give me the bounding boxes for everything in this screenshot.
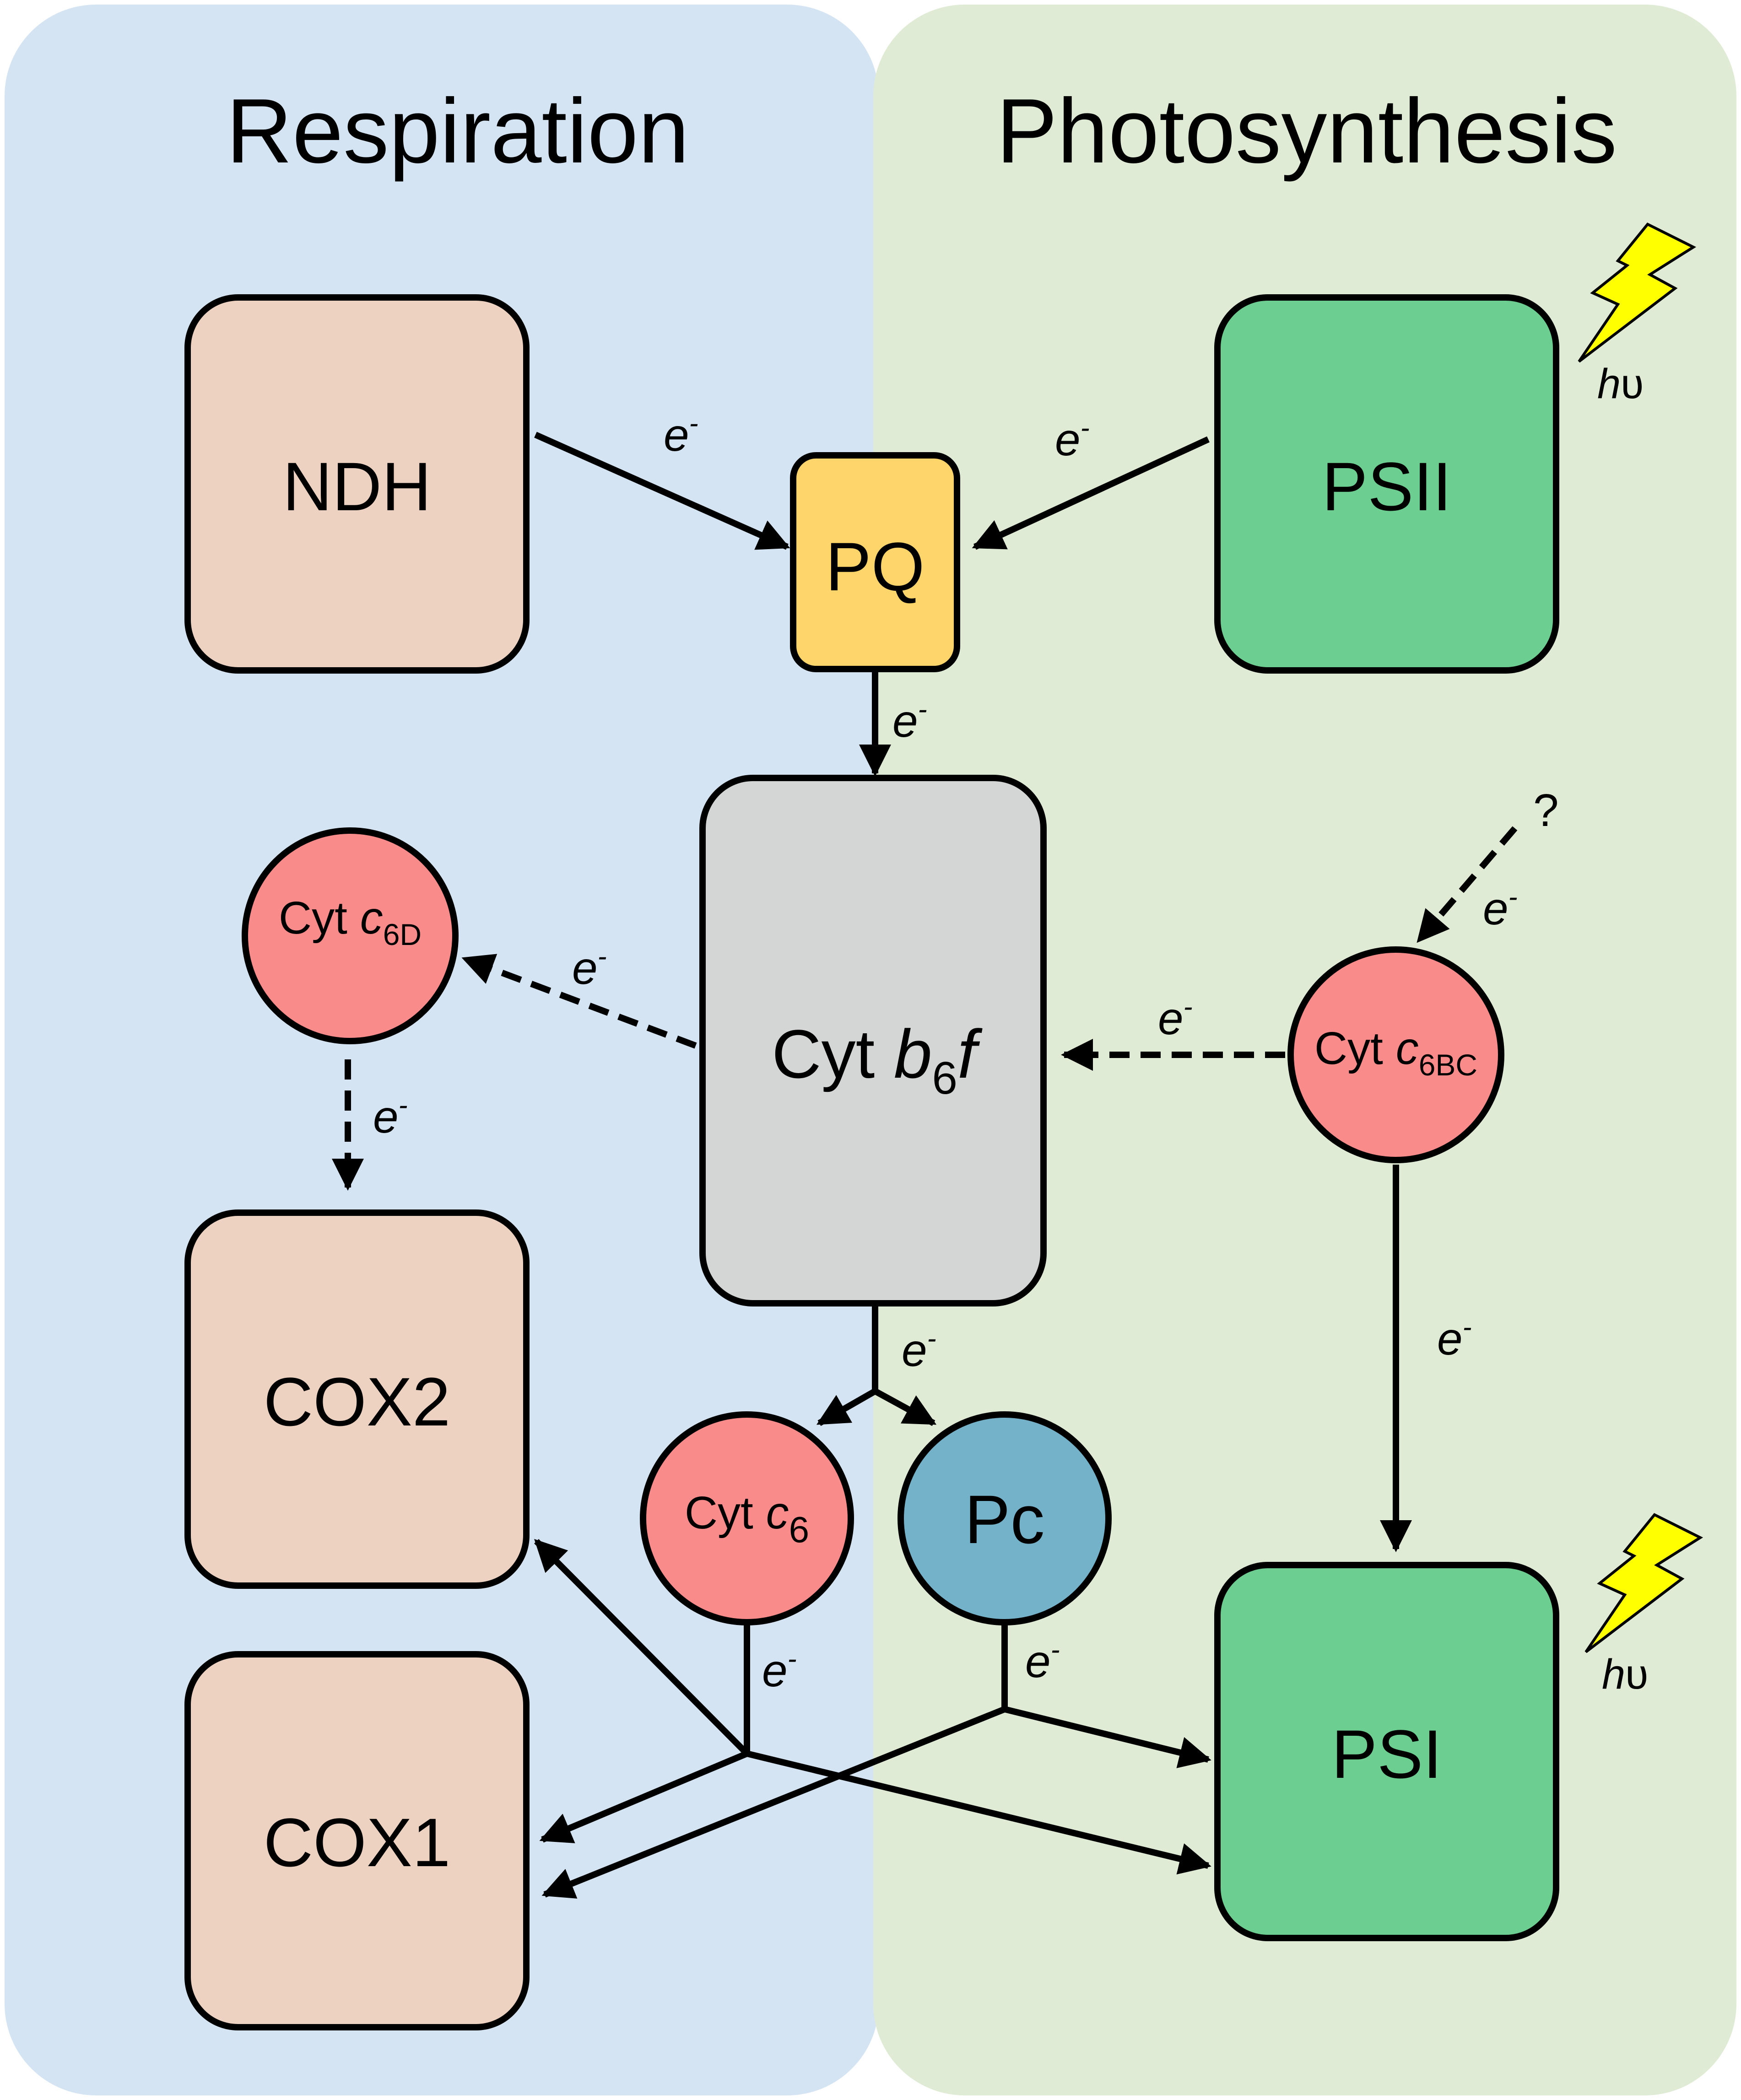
svg-text:Cyt c6BC: Cyt c6BC [1314,1023,1477,1082]
pq-node: PQ [790,452,960,672]
cytc6d-node: Cyt c6D [242,827,459,1044]
arrow-cytc6-to-cox2 [534,1539,749,1756]
svg-text:COX2: COX2 [264,1363,450,1440]
respiration-title: Respiration [226,80,689,182]
svg-text:Pc: Pc [964,1481,1044,1558]
electron-label-cytc6d-cox2: e- [373,1090,408,1143]
electron-label-cytb6f-branch: e- [902,1323,936,1376]
svg-text:e-: e- [1158,991,1193,1044]
ndh-node: NDH [184,294,530,674]
electron-label-ndh-pq: e- [664,408,698,461]
svg-text:e-: e- [373,1090,408,1143]
svg-text:e-: e- [1055,412,1090,465]
svg-text:e-: e- [902,1323,936,1376]
psii-node: PSII [1214,294,1559,674]
electron-label-cytb6f-cytc6d: e- [572,941,607,994]
svg-text:e-: e- [892,694,927,747]
photon-energy-label-psii: hυ [1597,361,1644,407]
unknown-donor-mark: ? [1533,785,1559,836]
cox1-node: COX1 [184,1651,530,2030]
lightning-bolt-icon-psi [1584,1513,1703,1653]
svg-text:NDH: NDH [283,448,432,525]
cytc6-node: Cyt c6 [640,1411,854,1625]
arrow-cytc6-to-cox1 [539,1750,748,1843]
svg-text:e-: e- [1437,1312,1472,1365]
cytb6f-node: Cyt b6f [699,775,1047,1306]
svg-text:e-: e- [762,1643,797,1696]
svg-text:PQ: PQ [826,528,925,605]
svg-text:PSI: PSI [1331,1716,1442,1792]
electron-label-psii-pq: e- [1055,412,1090,465]
svg-text:e-: e- [664,408,698,461]
electron-label-cytc6bc-cytb6f: e- [1158,991,1193,1044]
pc-node: Pc [898,1411,1112,1625]
arrow-branch-to-cytc6 [816,1388,877,1426]
photon-energy-label-psi: hυ [1602,1651,1648,1698]
arrow-ndh-to-pq [534,432,790,550]
arrow-unknown-to-cytc6bc [1416,826,1518,943]
svg-text:e-: e- [1025,1634,1060,1687]
lightning-bolt-icon-psii [1578,222,1697,363]
electron-label-cytc6-stem: e- [762,1643,797,1696]
arrow-branch-to-pc [873,1388,937,1426]
psi-node: PSI [1214,1562,1559,1941]
electron-label-unknown-cytc6bc: e- [1483,881,1518,934]
cytc6bc-node: Cyt c6BC [1287,946,1504,1163]
arrow-pc-to-cox1 [541,1706,1006,1899]
arrow-cytb6f-to-cytc6d [461,954,697,1049]
cox2-node: COX2 [184,1209,530,1589]
svg-text:Cyt c6: Cyt c6 [685,1487,809,1550]
arrow-cytc6-to-psi [746,1750,1211,1875]
svg-text:PSII: PSII [1322,448,1451,525]
electron-label-cytc6bc-psi: e- [1437,1312,1472,1365]
photosynthesis-title: Photosynthesis [996,80,1617,182]
arrow-psii-to-pq [972,436,1210,550]
svg-text:e-: e- [572,941,607,994]
electron-label-pc-stem: e- [1025,1634,1060,1687]
svg-text:Cyt c6D: Cyt c6D [279,892,422,951]
arrow-pc-to-psi [1004,1706,1211,1768]
svg-text:e-: e- [1483,881,1518,934]
svg-text:COX1: COX1 [264,1804,450,1881]
electron-label-pq-cytb6f: e- [892,694,927,747]
